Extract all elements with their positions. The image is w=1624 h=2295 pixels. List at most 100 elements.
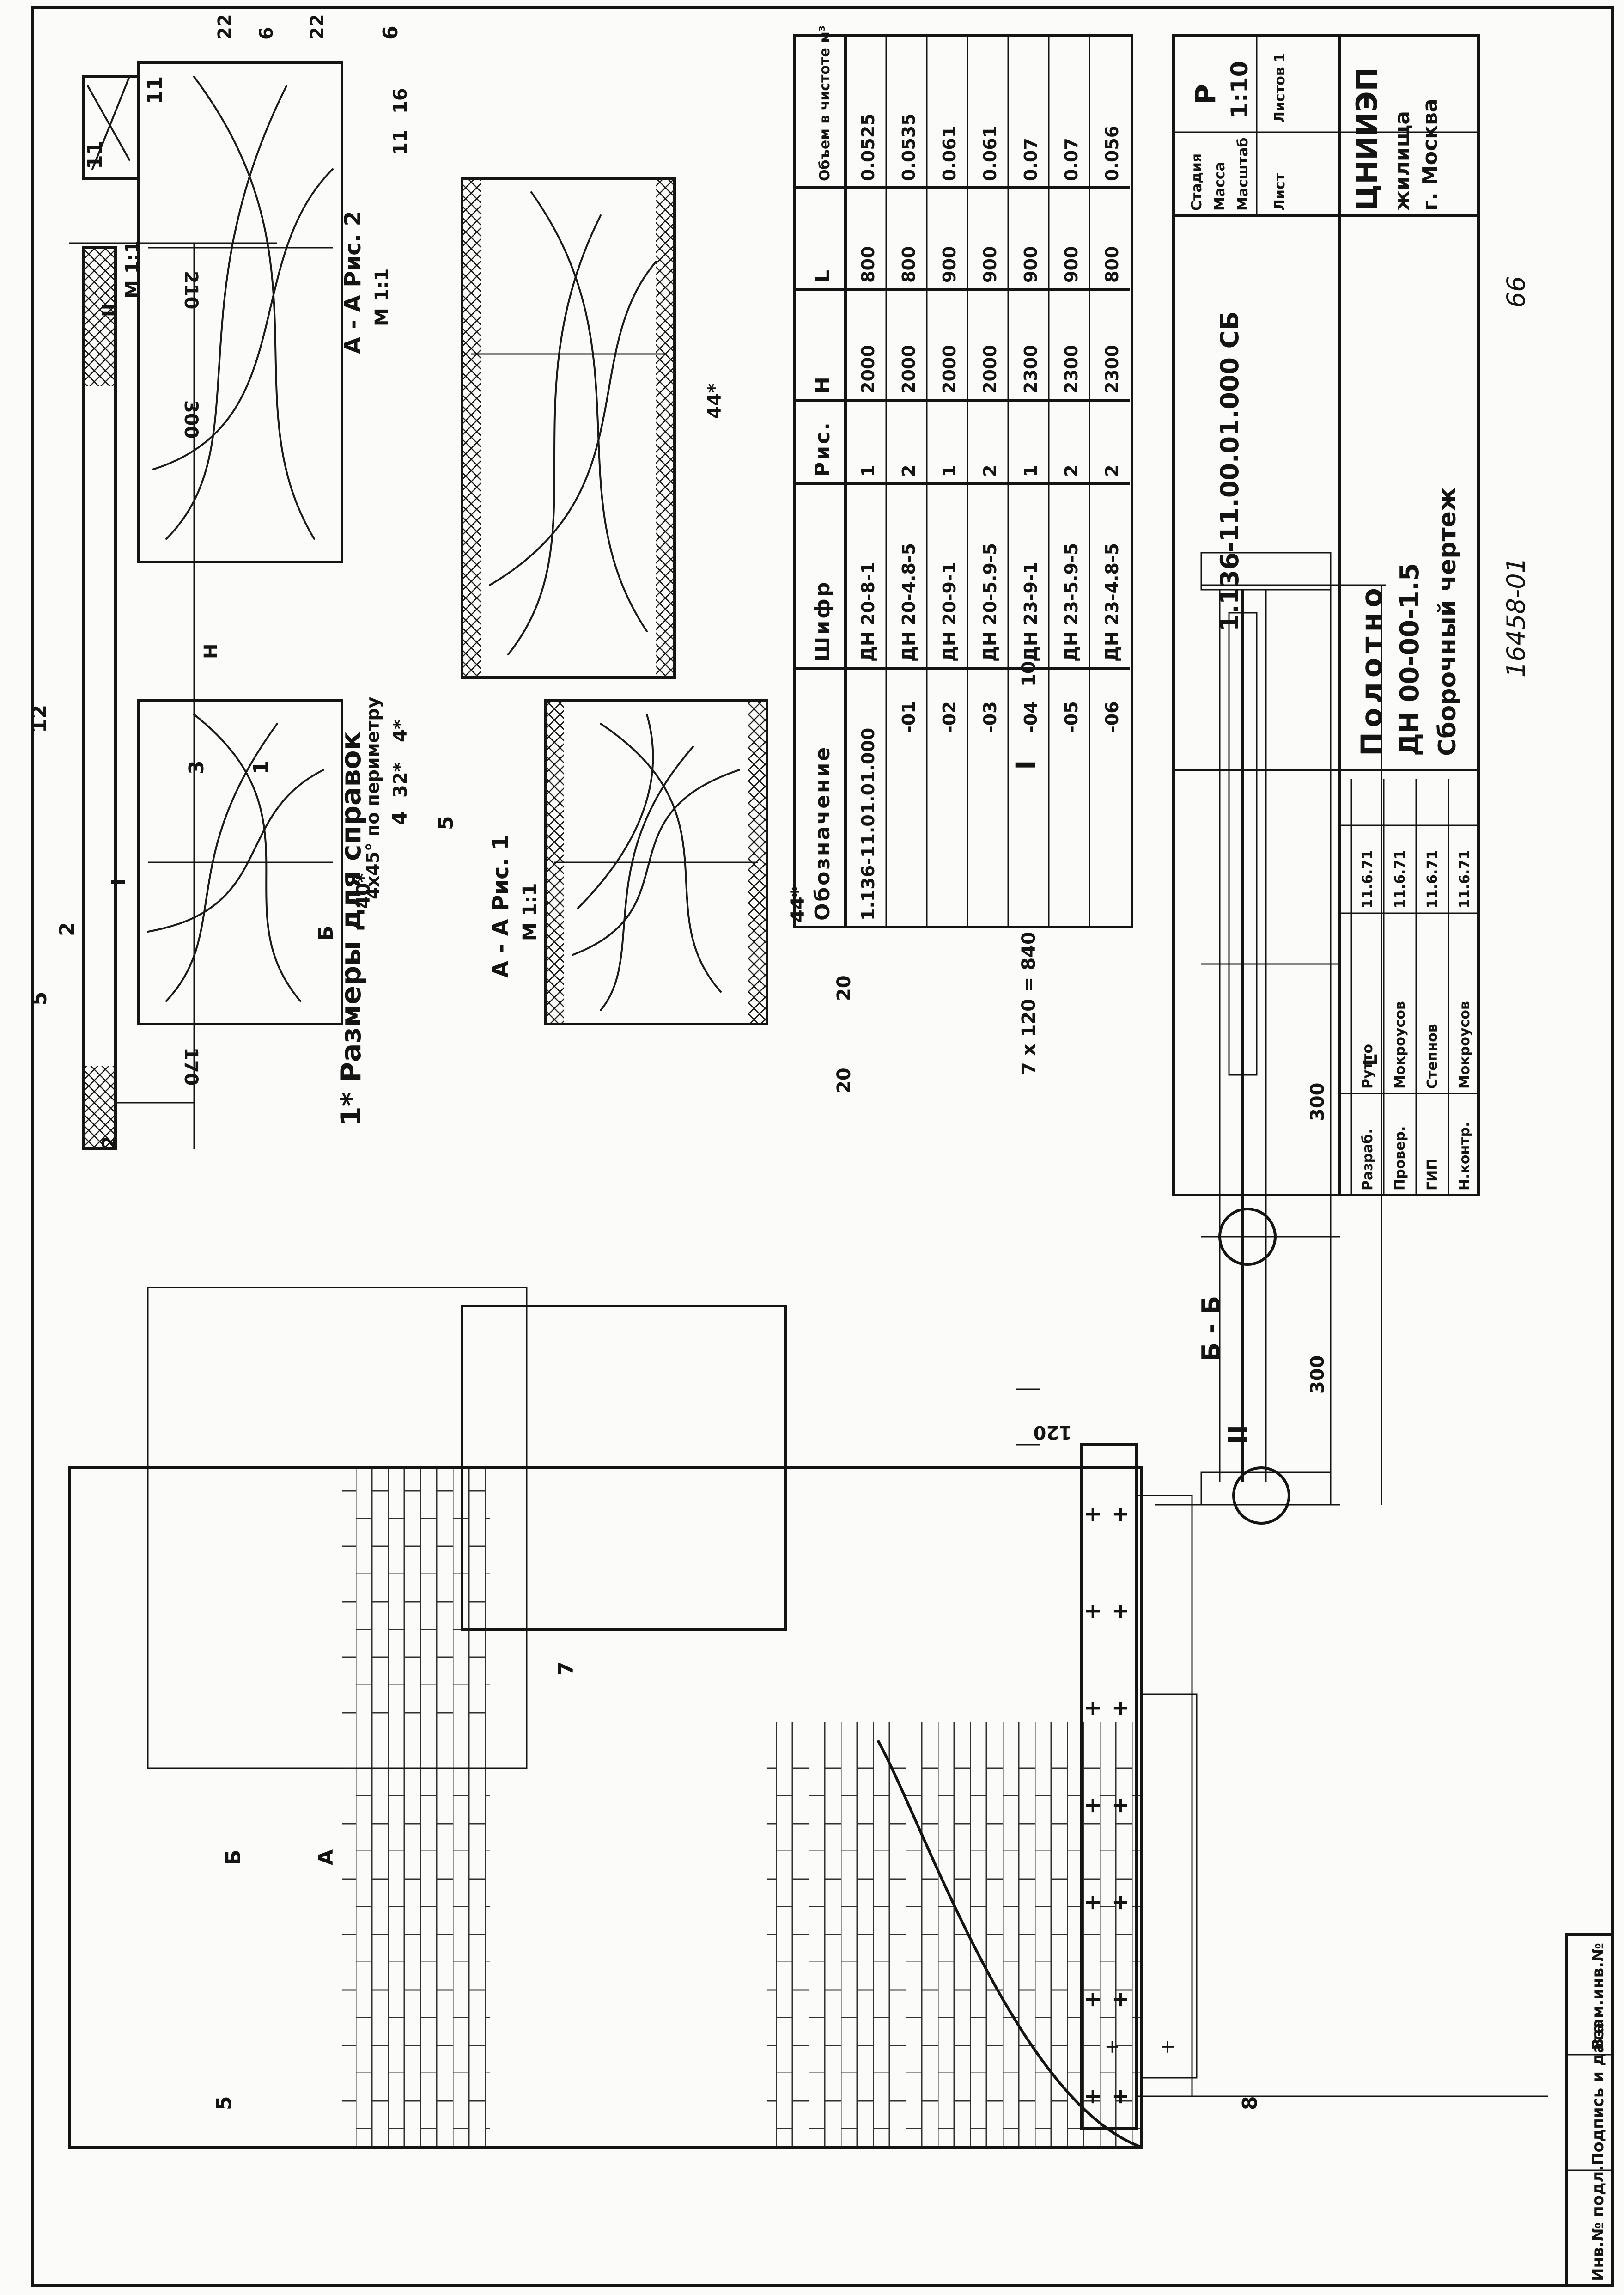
dim-22b: 22	[307, 14, 328, 40]
spec-cell: 2000	[980, 345, 1000, 394]
spec-cell: -02	[939, 701, 960, 733]
side-profile: Н 170 300 210	[69, 242, 277, 1150]
section-aa-1: А - А Рис. 1 М 1:1 44* 20 20	[488, 699, 855, 1093]
dim-170: 170	[180, 1047, 201, 1086]
svg-text:+: +	[1107, 1990, 1132, 2008]
spec-header-5: Объем в чистоте м³	[817, 25, 833, 181]
callout-9: 11	[143, 76, 167, 104]
svg-text:+: +	[1080, 1893, 1105, 1911]
spec-cell: 0.056	[1102, 126, 1122, 181]
spec-cell: 2	[980, 465, 1000, 477]
spec-cell: ДН 20-8-1	[858, 562, 878, 662]
spec-cell: 0.061	[980, 126, 1000, 181]
section-bb-label: Б - Б	[1197, 1296, 1226, 1361]
svg-text:+: +	[1107, 1602, 1132, 1620]
callout-5b: 5	[434, 816, 458, 830]
title-line-2: ДН 00-00-1.5	[1395, 563, 1425, 756]
signer-role: Н.контр.	[1457, 1122, 1473, 1190]
view-label-I: I	[1010, 760, 1041, 770]
spec-cell: 0.061	[939, 126, 960, 181]
spec-cell: 2000	[858, 345, 878, 394]
bottom-rail: ++ ++ ++ ++ ++ ++ ++	[1080, 1443, 1138, 2130]
svg-text:+: +	[1107, 1505, 1132, 1523]
view-I-detail: I 4x45° по периметру 40* 32* 4* 2	[99, 696, 411, 1149]
view-II-detail: II М 1:1 11 16 22 22 6 11 6 11	[82, 14, 411, 563]
svg-text:+: +	[1101, 2039, 1123, 2055]
door-elevation: ++	[68, 1287, 1548, 2149]
spec-cell: 2	[899, 465, 919, 477]
view-I-label: I	[108, 879, 129, 885]
signer-date: 11.6.71	[1457, 850, 1473, 909]
signer-date: 11.6.71	[1392, 850, 1408, 909]
spec-cell: ДН 20-5.9-5	[980, 543, 1000, 662]
spec-cell: 2300	[1102, 345, 1122, 394]
dim-6: 6	[256, 27, 277, 40]
dim-length: L	[1360, 1054, 1381, 1066]
dim-20b: 20	[833, 975, 855, 1001]
spec-cell: 800	[899, 246, 919, 283]
screw-row: ++	[1101, 2039, 1178, 2055]
signer-date: 11.6.71	[1424, 850, 1441, 909]
elevation-callouts: 5 8 7 12 1 3 4 5 2 5 I II А Б Б	[28, 705, 1262, 2110]
svg-text:+: +	[1107, 2087, 1132, 2106]
spec-cell: ДН 23-5.9-5	[1061, 543, 1082, 662]
dim-20a: 20	[833, 1068, 855, 1093]
callout-2: 2	[55, 922, 79, 936]
title-line-3: Сборочный чертеж	[1434, 487, 1461, 756]
reference-note: 1* Размеры для справок	[335, 732, 367, 1126]
doc-code: 1.136-11.00.01.000 СБ	[1215, 311, 1244, 631]
spec-cell: -04	[1021, 701, 1041, 733]
org-line-2: жилища	[1391, 111, 1414, 211]
title-block: 1.136-11.00.01.000 СБ Полотно ДН 00-00-1…	[1172, 34, 1480, 1196]
dim-11: 11	[390, 129, 411, 155]
sheet-label: Лист	[1272, 173, 1288, 211]
spec-header-1: Шифр	[811, 580, 834, 662]
dim-2a: 2	[99, 1136, 120, 1149]
dim-4: 4*	[390, 720, 411, 742]
sheets-label: Листов 1	[1272, 53, 1288, 123]
svg-text:+: +	[1080, 1796, 1105, 1814]
view-II-label: II	[99, 303, 120, 317]
callout-12: 12	[28, 705, 51, 733]
spec-header-2: Рис.	[811, 421, 834, 477]
spec-cell: 2000	[899, 345, 919, 394]
svg-text:+: +	[1080, 1505, 1105, 1523]
dim-44c: 44*	[704, 383, 725, 419]
side-stamp: Инв.№ подл. Подпись и дата Взам.инв.№	[1565, 1933, 1614, 2287]
spec-header-0: Обозначение	[811, 745, 834, 921]
spec-cell: 1	[939, 465, 960, 477]
section-aa-2: А - А Рис. 2 М 1:1 44*	[340, 177, 725, 679]
stamp-inv: Инв.№ подл.	[1589, 2165, 1607, 2281]
rail-dims: 120 7 x 120 = 840 10	[1016, 661, 1072, 1446]
svg-text:+: +	[1080, 1602, 1105, 1620]
chamfer-note: 4x45° по периметру	[363, 696, 383, 899]
callout-6: 6	[379, 25, 402, 40]
spec-cell: ДН 23-4.8-5	[1102, 543, 1122, 662]
svg-text:+: +	[1107, 1893, 1132, 1911]
svg-text:+: +	[1107, 1796, 1132, 1814]
spec-header-3: Н	[811, 375, 834, 394]
stamp-replace: Взам.инв.№	[1589, 1943, 1607, 2050]
spec-cell: 2	[1061, 465, 1082, 477]
section-aa-2-scale: М 1:1	[371, 269, 393, 326]
dim-40: 40*	[353, 873, 374, 909]
callout-3: 4	[388, 811, 412, 825]
dim-pitch: 7 x 120 = 840	[1018, 932, 1040, 1075]
spec-cell: -05	[1061, 701, 1082, 733]
spec-cell: ДН 23-9-1	[1021, 562, 1041, 662]
dim-210: 210	[180, 271, 201, 310]
callout-11: 11	[83, 141, 107, 169]
section-mark-b-bottom: Б	[222, 1849, 245, 1865]
callout-7: 7	[554, 1661, 578, 1676]
dim-300-top: 300	[180, 400, 201, 439]
signer-role: ГИП	[1424, 1159, 1441, 1190]
dim-16: 16	[390, 88, 411, 114]
title-line-1: Полотно	[1355, 583, 1388, 756]
section-bb: 300 300 L Б - Б	[1155, 552, 1386, 1525]
mass-label: Масса	[1212, 162, 1228, 211]
signer-name: Мокроусов	[1392, 1001, 1408, 1089]
spec-cell: 900	[1021, 246, 1041, 283]
